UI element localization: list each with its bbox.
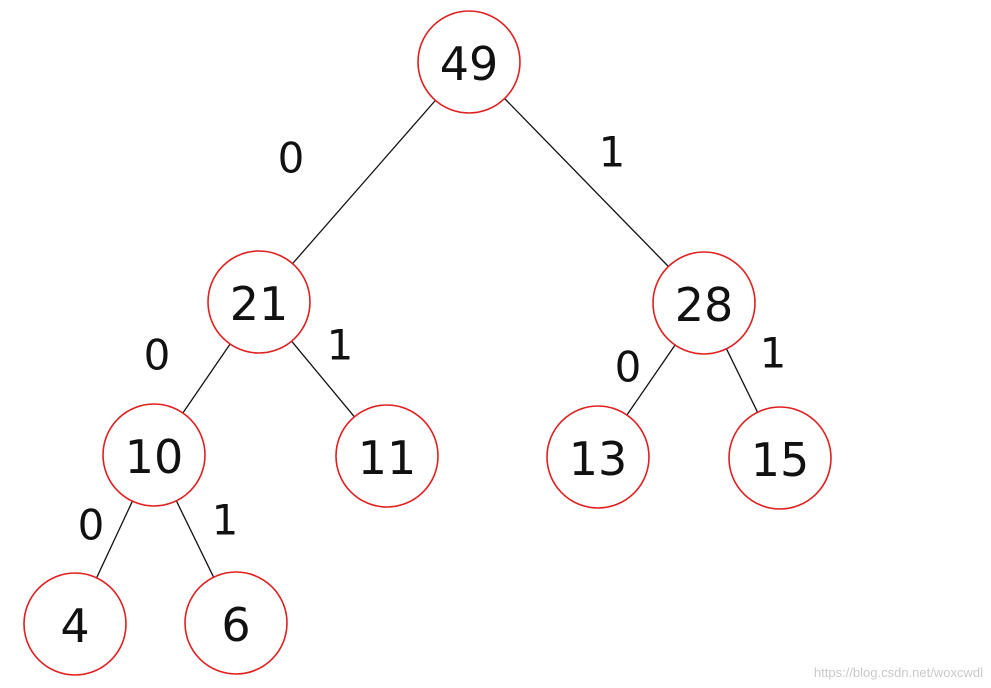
- edge-label-n21-n11: 1: [327, 321, 354, 370]
- tree-node-n11: 11: [335, 404, 439, 508]
- node-label-n49: 49: [440, 37, 499, 91]
- tree-node-n21: 21: [207, 250, 311, 354]
- node-label-n13: 13: [569, 432, 628, 486]
- tree-node-n10: 10: [102, 403, 206, 507]
- tree-node-n13: 13: [546, 405, 650, 509]
- tree-node-n28: 28: [652, 251, 756, 355]
- edge-n28-n15: [725, 348, 759, 413]
- tree-node-n49: 49: [417, 10, 521, 114]
- edge-n10-n4: [96, 500, 133, 579]
- edge-layer: [96, 98, 759, 579]
- node-label-n6: 6: [221, 598, 250, 652]
- node-label-n21: 21: [230, 277, 289, 331]
- edge-label-n49-n21: 0: [278, 134, 305, 183]
- edge-n28-n13: [626, 344, 676, 416]
- node-circle-n11: [335, 404, 439, 508]
- edge-label-n21-n10: 0: [144, 331, 171, 380]
- node-circle-n10: [102, 403, 206, 507]
- edge-label-n28-n13: 0: [615, 343, 642, 392]
- node-label-n11: 11: [358, 431, 417, 485]
- tree-node-n4: 4: [23, 572, 127, 676]
- node-circle-n49: [417, 10, 521, 114]
- edge-n49-n21: [292, 99, 436, 265]
- edge-label-n10-n4: 0: [78, 501, 105, 550]
- node-circle-n28: [652, 251, 756, 355]
- edge-label-n28-n15: 1: [760, 329, 787, 378]
- edge-label-n10-n6: 1: [212, 496, 239, 545]
- node-circle-n21: [207, 250, 311, 354]
- node-label-n15: 15: [751, 433, 810, 487]
- edge-label-n49-n28: 1: [599, 128, 626, 177]
- edge-n21-n11: [291, 340, 355, 418]
- node-circle-n13: [546, 405, 650, 509]
- node-circle-n15: [728, 406, 832, 510]
- watermark: https://blog.csdn.net/woxcwdl: [813, 665, 983, 680]
- node-label-n4: 4: [60, 599, 89, 653]
- node-circle-n4: [23, 572, 127, 676]
- tree-node-n6: 6: [184, 571, 288, 675]
- tree-node-n15: 15: [728, 406, 832, 510]
- edge-n10-n6: [175, 500, 215, 578]
- node-label-n10: 10: [125, 430, 184, 484]
- edge-n21-n10: [182, 343, 231, 414]
- node-label-n28: 28: [675, 278, 734, 332]
- node-circle-n6: [184, 571, 288, 675]
- edge-n49-n28: [504, 98, 669, 267]
